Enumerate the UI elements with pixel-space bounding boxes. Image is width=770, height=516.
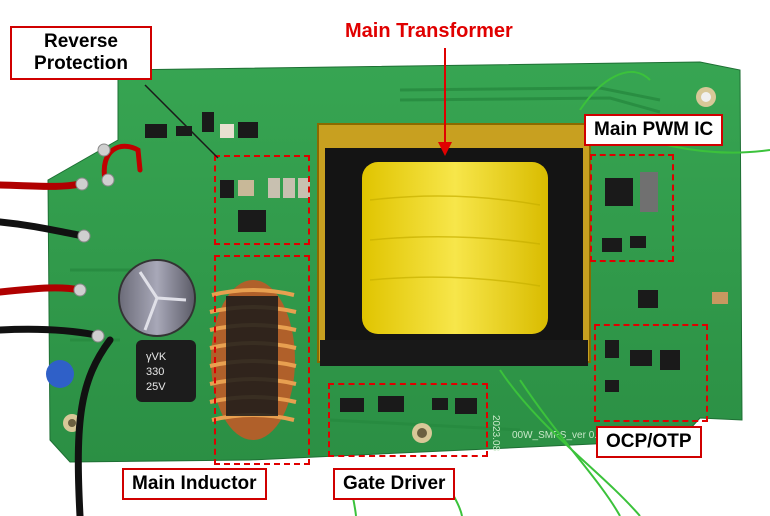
- green-wires: [349, 70, 770, 516]
- cap-text-line1: γVK: [146, 351, 167, 363]
- region-main-pwm-ic: [590, 154, 674, 262]
- label-gate-driver: Gate Driver: [333, 468, 456, 500]
- electrolytic-capacitor-bottom: γVK 330 25V: [136, 340, 196, 402]
- cap-text-line2: 330: [146, 366, 164, 378]
- input-wires: [0, 143, 143, 516]
- region-main-inductor: [214, 255, 310, 465]
- solder-pads: [73, 143, 115, 343]
- label-ocp-otp: OCP/OTP: [596, 426, 702, 458]
- region-reverse-protection: [214, 155, 310, 245]
- label-reverse-protection-line2: Protection: [34, 52, 128, 74]
- blue-capacitor: [46, 360, 74, 388]
- label-main-inductor: Main Inductor: [122, 468, 267, 500]
- label-main-transformer: Main Transformer: [345, 20, 513, 42]
- pcb-date-text: 2023.08: [490, 415, 501, 452]
- toroidal-inductor: [209, 280, 297, 440]
- label-reverse-protection-line1: Reverse: [44, 31, 118, 52]
- region-gate-driver: [328, 383, 488, 457]
- cap-text-line3: 25V: [146, 381, 166, 393]
- region-ocp-otp: [594, 324, 708, 422]
- label-main-pwm-ic: Main PWM IC: [584, 114, 724, 146]
- label-reverse-protection: Reverse Protection: [10, 26, 152, 80]
- pwm-ic-components: [602, 172, 728, 308]
- mounting-holes: [63, 87, 716, 443]
- electrolytic-capacitor-top: [118, 259, 196, 337]
- main-transformer: [317, 123, 591, 366]
- ocp-otp-components: [605, 340, 680, 392]
- gate-driver-components: [340, 396, 477, 414]
